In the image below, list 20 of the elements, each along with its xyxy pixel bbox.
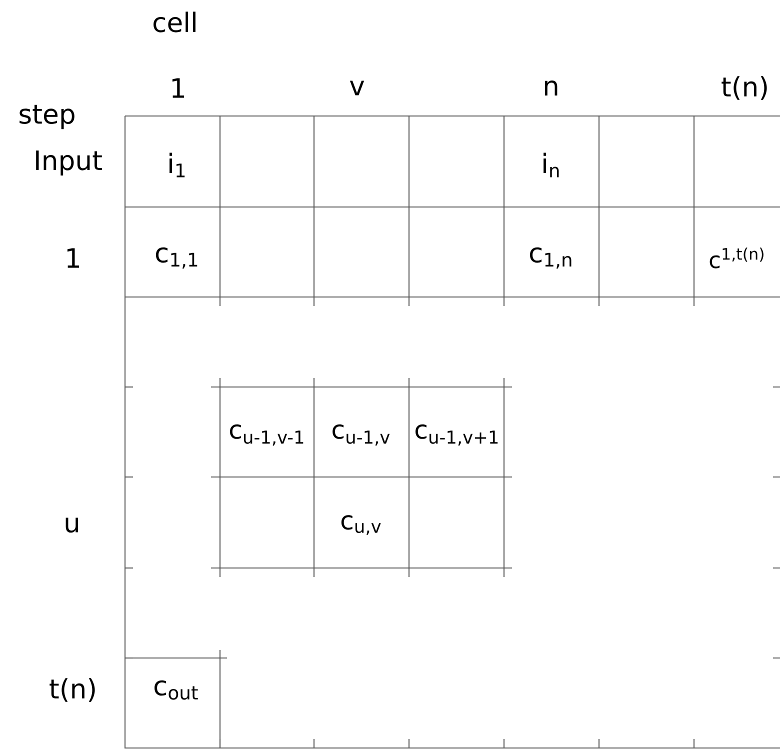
cell-text: c$^{1,t(n)}$ bbox=[710, 248, 764, 268]
column-header: n bbox=[544, 80, 558, 96]
cell-text: c$_{u-1,v}$ bbox=[332, 424, 390, 446]
row-header: 1 bbox=[67, 248, 80, 268]
column-header: t(n) bbox=[722, 76, 767, 100]
row-header: Input bbox=[36, 150, 102, 176]
cell-text: i$_{n}$ bbox=[544, 152, 559, 178]
column-header: 1 bbox=[172, 78, 184, 98]
cell-text: c$_{u-1,v-1}$ bbox=[230, 424, 304, 446]
column-header: v bbox=[350, 80, 364, 96]
cell-text: c$_{u-1,v+1}$ bbox=[416, 424, 498, 446]
cell-text: c$_{out}$ bbox=[154, 680, 198, 700]
axis-title: cell bbox=[154, 12, 196, 32]
cell-text: c$_{1,n}$ bbox=[530, 247, 572, 269]
cell-text: c$_{u,v}$ bbox=[341, 515, 381, 535]
cell-text: i$_{1}$ bbox=[170, 152, 185, 178]
axis-title: step bbox=[20, 104, 74, 130]
row-header: u bbox=[66, 517, 78, 533]
row-header: t(n) bbox=[50, 678, 95, 702]
cell-text: c$_{1,1}$ bbox=[156, 247, 198, 269]
